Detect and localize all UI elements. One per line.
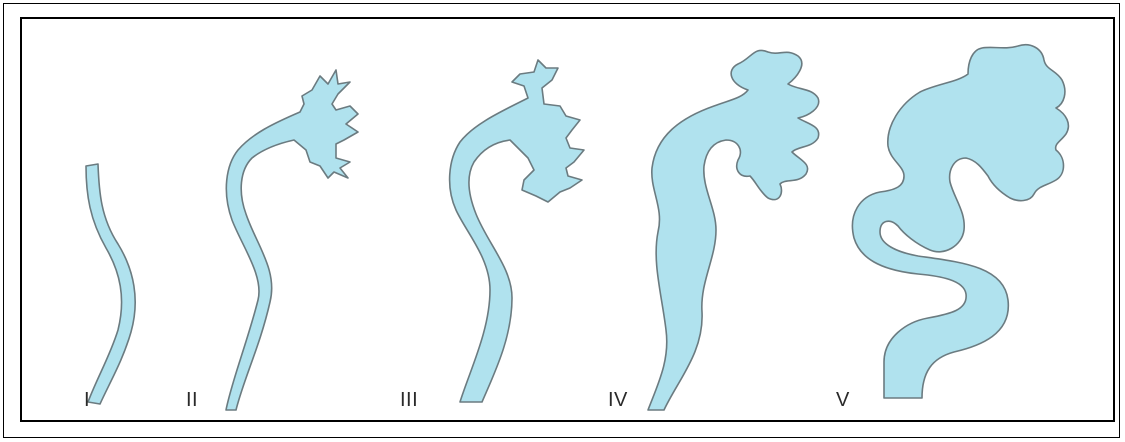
stage-label-5: V xyxy=(836,390,850,410)
stage-label-3: III xyxy=(400,390,418,410)
stage-3-ureter-pelvis xyxy=(450,60,584,402)
stage-5-ureter-pelvis xyxy=(852,45,1068,398)
stage-label-1: I xyxy=(84,390,90,410)
stage-1-ureter xyxy=(86,164,135,404)
stage-2-ureter-pelvis xyxy=(226,70,358,410)
stage-label-4: IV xyxy=(608,390,628,410)
stage-label-2: II xyxy=(186,390,198,410)
stage-4-ureter-pelvis xyxy=(648,50,819,410)
